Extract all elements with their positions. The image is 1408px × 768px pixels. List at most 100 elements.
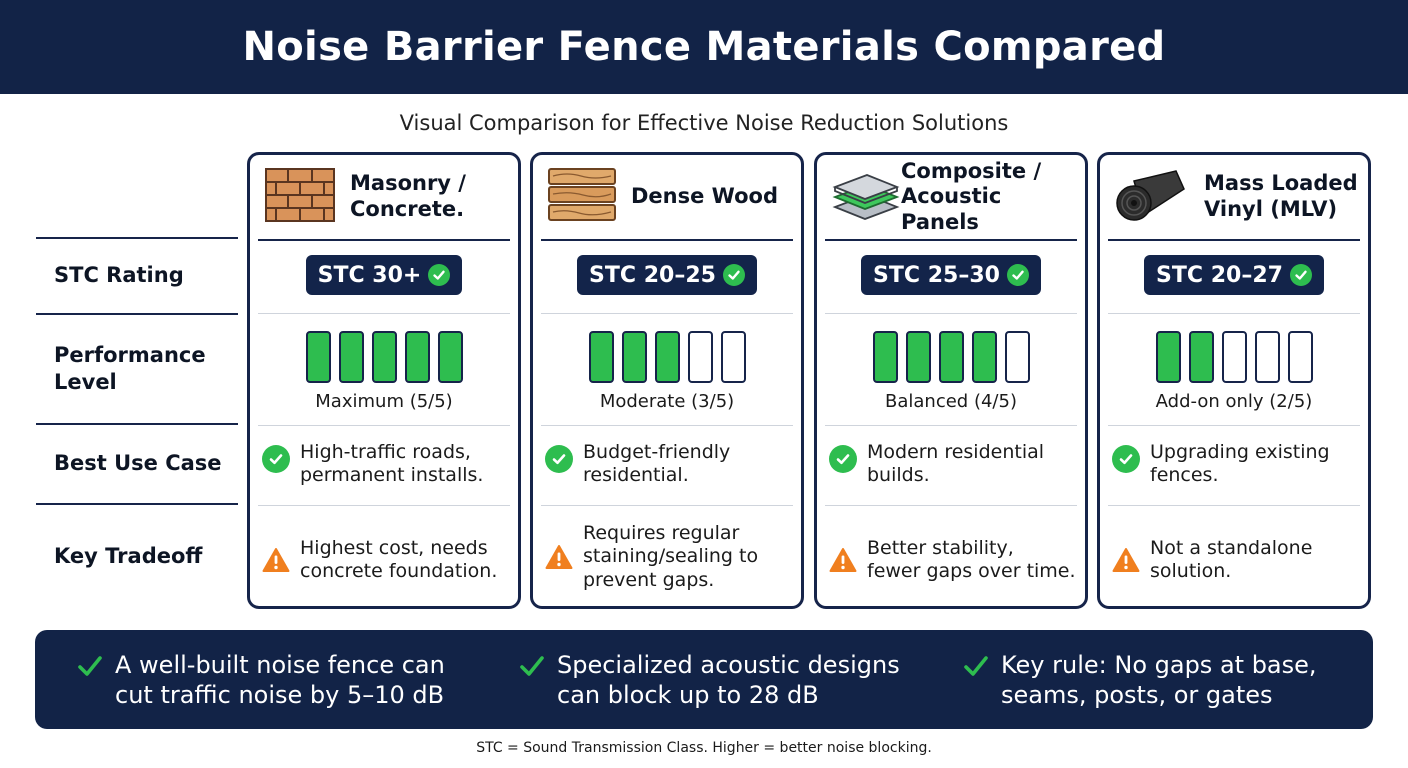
performance-bar-filled (654, 331, 680, 383)
card-divider (541, 505, 793, 506)
row-divider (36, 503, 238, 505)
wood-planks-icon (548, 168, 616, 221)
check-icon (1006, 264, 1029, 286)
performance-bar-filled (621, 331, 647, 383)
card-divider (825, 425, 1077, 426)
row-divider (36, 423, 238, 425)
card-divider (258, 505, 510, 506)
stc-badge: STC 20–27 (1144, 255, 1324, 295)
stc-badge: STC 30+ (305, 255, 463, 295)
performance-bar-empty (1287, 331, 1313, 383)
stc-badge: STC 25–30 (861, 255, 1041, 295)
performance-bar-empty (1221, 331, 1247, 383)
performance-bar-filled (404, 331, 430, 383)
use-case-text: High-traffic roads, permanent installs. (300, 441, 484, 487)
stc-badge: STC 20–25 (577, 255, 757, 295)
check-circle-icon (545, 445, 573, 473)
fact-item: Specialized acoustic designs can block u… (519, 650, 900, 710)
tradeoff: Requires regular staining/sealing to pre… (545, 517, 795, 597)
performance-bar-filled (371, 331, 397, 383)
card-divider (258, 313, 510, 314)
card-divider (1108, 239, 1360, 241)
card-header: Mass Loaded Vinyl (MLV) (1100, 155, 1368, 239)
performance-bar-filled (338, 331, 364, 383)
performance-label: Maximum (5/5) (315, 391, 453, 412)
material-card-mlv: Mass Loaded Vinyl (MLV) STC 20–27 Add-on… (1097, 152, 1371, 609)
card-divider (258, 239, 510, 241)
performance-meter (533, 331, 801, 383)
performance-bar-filled (1188, 331, 1214, 383)
use-case: Upgrading existing fences. (1112, 441, 1362, 487)
check-circle-icon (1112, 445, 1140, 473)
card-divider (1108, 425, 1360, 426)
row-label-stc: STC Rating (54, 263, 184, 288)
performance-bar-filled (588, 331, 614, 383)
use-case-text: Upgrading existing fences. (1150, 441, 1330, 487)
performance-bar-filled (905, 331, 931, 383)
row-label-tradeoff: Key Tradeoff (54, 544, 203, 569)
warning-icon (1112, 548, 1140, 572)
page-subtitle: Visual Comparison for Effective Noise Re… (399, 111, 1009, 135)
card-divider (258, 425, 510, 426)
warning-icon (829, 548, 857, 572)
card-header: Masonry / Concrete. (250, 155, 518, 239)
performance-bar-empty (1004, 331, 1030, 383)
row-label-performance: Performance Level (54, 342, 206, 394)
card-divider (541, 313, 793, 314)
check-icon (78, 656, 102, 676)
performance-bar-filled (437, 331, 463, 383)
material-name: Masonry / Concrete. (350, 171, 466, 221)
material-name: Composite / Acoustic Panels (901, 158, 1042, 234)
performance-bar-empty (720, 331, 746, 383)
performance-bar-empty (1254, 331, 1280, 383)
check-icon (964, 656, 988, 676)
use-case: Budget-friendly residential. (545, 441, 795, 487)
performance-bar-empty (687, 331, 713, 383)
card-header: Dense Wood (533, 155, 801, 239)
card-divider (825, 239, 1077, 241)
use-case-text: Modern residential builds. (867, 441, 1045, 487)
performance-bar-filled (1155, 331, 1181, 383)
fact-text: Specialized acoustic designs can block u… (557, 651, 900, 709)
stc-value: STC 20–25 (589, 262, 716, 288)
performance-label: Balanced (4/5) (885, 391, 1017, 412)
material-card-masonry: Masonry / Concrete. STC 30+ Maximum (5/5… (247, 152, 521, 609)
card-divider (1108, 505, 1360, 506)
check-icon (1289, 264, 1312, 286)
card-divider (825, 313, 1077, 314)
check-circle-icon (829, 445, 857, 473)
fact-item: Key rule: No gaps at base, seams, posts,… (963, 650, 1317, 710)
fact-text: A well-built noise fence can cut traffic… (115, 651, 445, 709)
vinyl-roll-icon (1116, 170, 1185, 221)
card-header: Composite / Acoustic Panels (817, 155, 1085, 239)
fact-text: Key rule: No gaps at base, seams, posts,… (1001, 651, 1317, 709)
use-case: Modern residential builds. (829, 441, 1079, 487)
stc-value: STC 20–27 (1156, 262, 1283, 288)
material-card-composite: Composite / Acoustic Panels STC 25–30 Ba… (814, 152, 1088, 609)
performance-bar-filled (938, 331, 964, 383)
card-divider (541, 425, 793, 426)
performance-label: Moderate (3/5) (599, 391, 735, 412)
row-divider (36, 313, 238, 315)
check-icon (520, 656, 544, 676)
card-divider (541, 239, 793, 241)
row-divider (36, 237, 238, 239)
stc-value: STC 30+ (317, 262, 422, 288)
key-facts-bar: A well-built noise fence can cut traffic… (35, 630, 1373, 729)
brick-wall-icon (265, 168, 335, 222)
performance-meter (817, 331, 1085, 383)
tradeoff: Not a standalone solution. (1112, 530, 1362, 590)
fact-item: A well-built noise fence can cut traffic… (77, 650, 445, 710)
check-icon (722, 264, 745, 286)
performance-bar-filled (971, 331, 997, 383)
tradeoff-text: Better stability, fewer gaps over time. (867, 536, 1076, 582)
layered-panels-icon (832, 174, 900, 220)
page-title: Noise Barrier Fence Materials Compared (242, 24, 1166, 70)
card-divider (1108, 313, 1360, 314)
material-card-dense-wood: Dense Wood STC 20–25 Moderate (3/5) Budg… (530, 152, 804, 609)
tradeoff: Better stability, fewer gaps over time. (829, 530, 1079, 590)
header-banner: Noise Barrier Fence Materials Compared (0, 0, 1408, 94)
card-divider (825, 505, 1077, 506)
use-case: High-traffic roads, permanent installs. (262, 441, 512, 487)
material-name: Dense Wood (631, 184, 778, 209)
